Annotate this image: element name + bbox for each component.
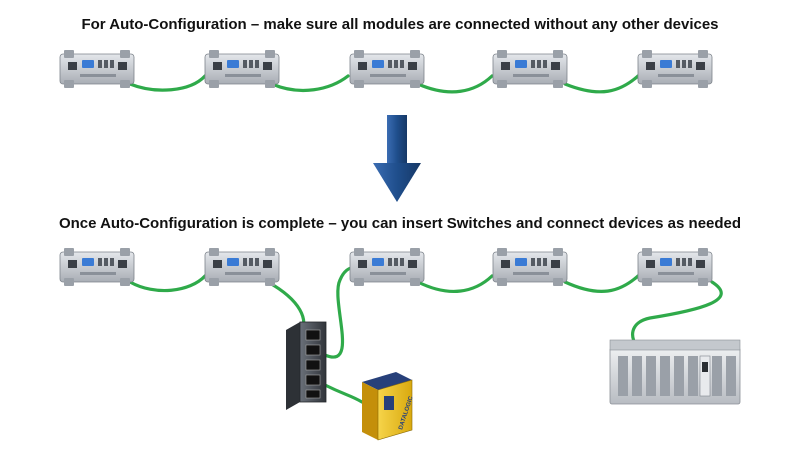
- cable: [563, 274, 640, 294]
- barcode-scanner: DATALOGIC: [362, 372, 415, 441]
- cable: [416, 274, 494, 294]
- cable: [128, 74, 207, 92]
- top-row-cables: [128, 74, 640, 94]
- switch-module: [492, 247, 568, 287]
- switch-module: [349, 49, 425, 89]
- switch-module: [637, 49, 713, 89]
- heading-after-configuration: Once Auto-Configuration is complete – yo…: [58, 215, 742, 232]
- cable: [631, 280, 723, 352]
- cable: [323, 383, 364, 404]
- switch-module: [204, 49, 280, 89]
- heading-auto-configuration: For Auto-Configuration – make sure all m…: [81, 16, 719, 33]
- switch-module: [637, 247, 713, 287]
- cable: [563, 74, 640, 94]
- cable: [128, 274, 207, 293]
- cable: [416, 74, 494, 94]
- bottom-row-modules: [59, 247, 713, 287]
- top-row-modules: [59, 49, 713, 89]
- switch-module: [59, 49, 135, 89]
- switch-module: [349, 247, 425, 287]
- plc-rack: [609, 339, 741, 405]
- switch-module: [204, 247, 280, 287]
- down-arrow-icon: [373, 115, 421, 202]
- switch-module: [492, 49, 568, 89]
- ethernet-switch: [286, 321, 327, 410]
- switch-module: [59, 247, 135, 287]
- cable: [270, 74, 350, 92]
